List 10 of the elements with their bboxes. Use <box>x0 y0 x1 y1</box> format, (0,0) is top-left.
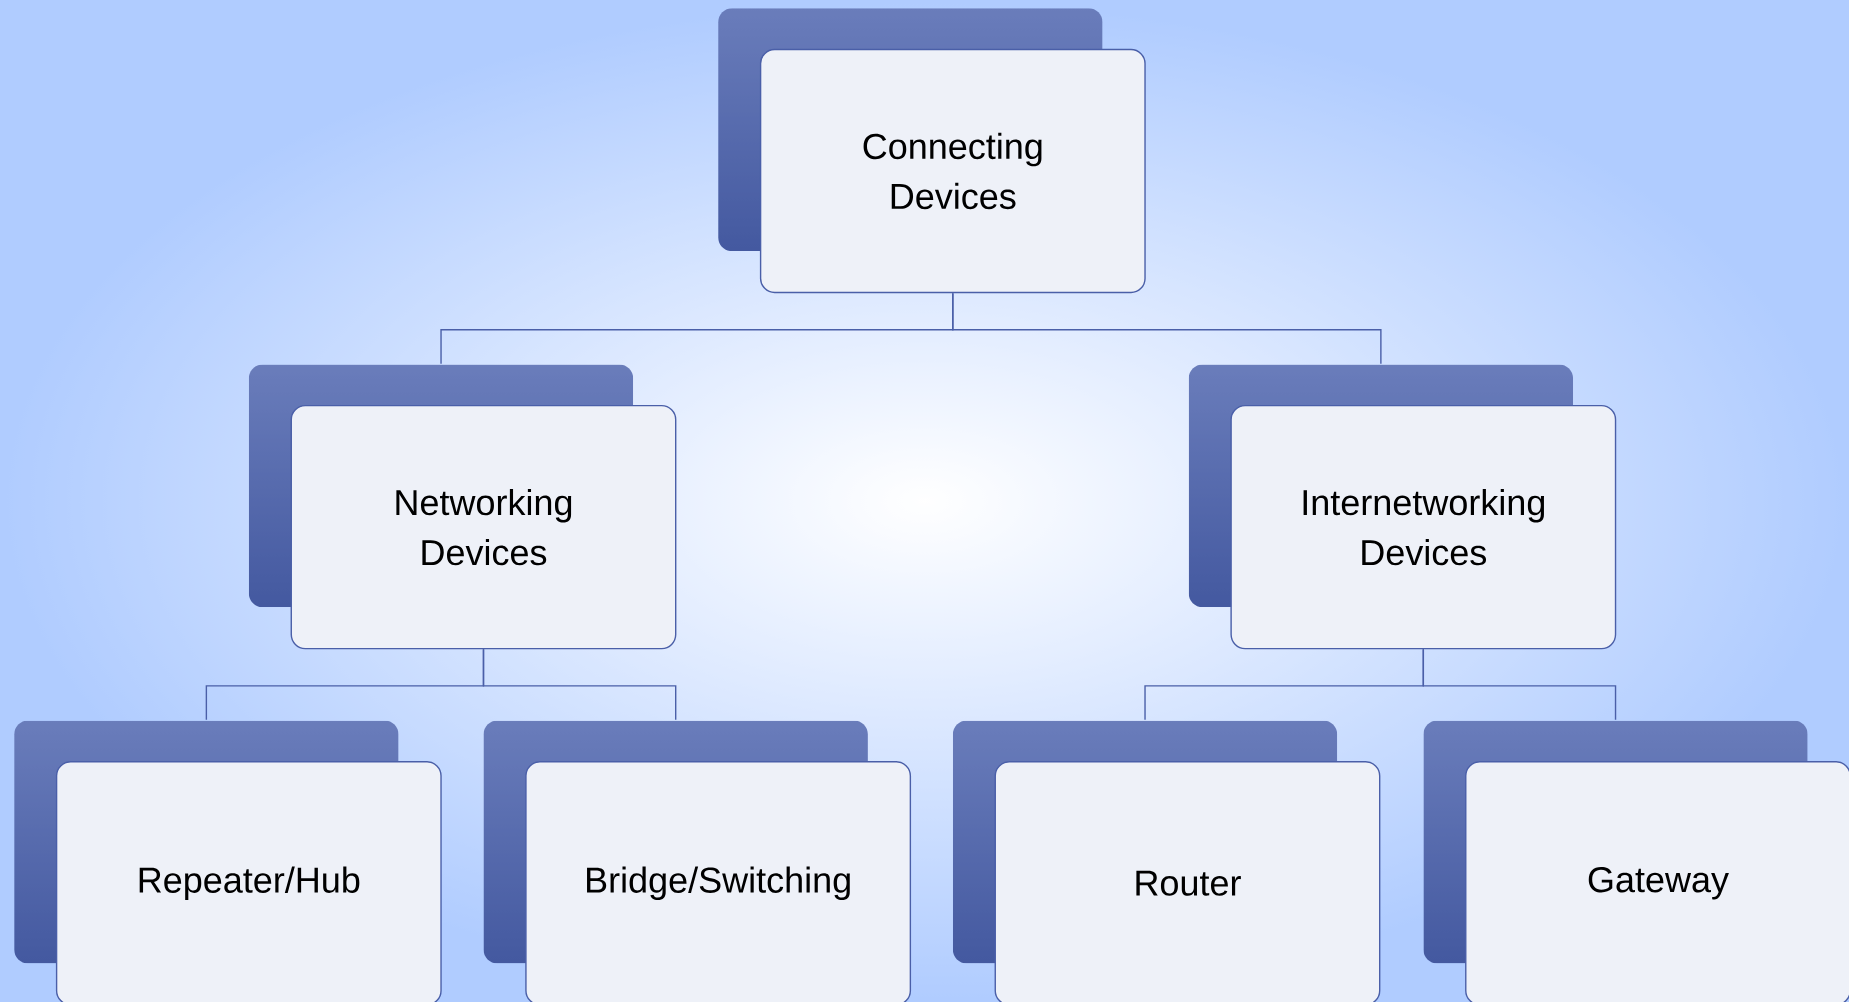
org-chart-box: Gateway <box>1465 761 1849 1002</box>
org-chart-box: Networking Devices <box>290 404 677 650</box>
connector-line <box>1422 648 1617 721</box>
connector-line <box>952 292 1382 365</box>
org-chart-box: Connecting Devices <box>759 48 1146 294</box>
org-chart-box: Router <box>994 761 1381 1002</box>
connector-line <box>482 648 677 721</box>
org-chart-box: Bridge/Switching <box>525 761 912 1002</box>
org-chart-box: Repeater/Hub <box>55 761 442 1002</box>
org-chart-box: Internetworking Devices <box>1230 404 1617 650</box>
